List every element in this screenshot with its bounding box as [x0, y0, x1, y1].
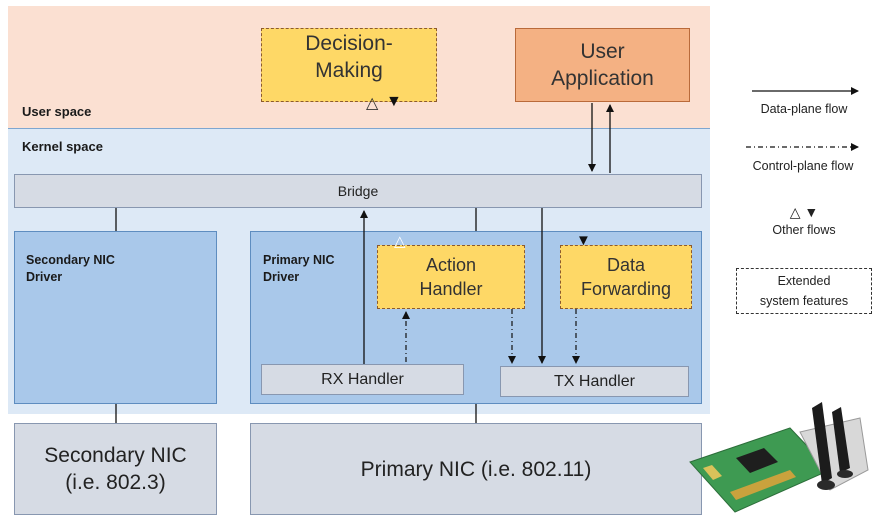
tx-handler-label: TX Handler	[554, 372, 635, 390]
rx-handler-label: RX Handler	[321, 370, 404, 388]
secondary-nic-driver-box: Secondary NIC Driver	[14, 231, 217, 404]
action-handler-label: Action Handler	[419, 255, 483, 299]
secondary-nic-label: Secondary NIC (i.e. 802.3)	[44, 444, 187, 494]
legend-extended-features-box: Extended system features	[736, 268, 872, 314]
action-open-triangle: △	[394, 233, 406, 250]
tx-handler-box: TX Handler	[500, 366, 689, 397]
user-application-label: User Application	[551, 40, 654, 90]
decision-making-label: Decision- Making	[305, 32, 393, 82]
legend-other-symbols: △ ▼	[789, 204, 819, 220]
action-handler-box: Action Handler	[377, 245, 525, 309]
legend-control-plane-label: Control-plane flow	[752, 159, 854, 173]
secondary-nic-driver-label: Secondary NIC Driver	[26, 253, 115, 284]
secondary-nic-box: Secondary NIC (i.e. 802.3)	[14, 423, 217, 515]
decision-making-box: Decision- Making	[261, 28, 437, 102]
decision-filled-triangle: ▼	[386, 93, 402, 110]
wireless-pci-nic-card-photo	[689, 402, 869, 513]
data-forwarding-box: Data Forwarding	[560, 245, 692, 309]
rx-handler-box: RX Handler	[261, 364, 464, 395]
legend-other-flows-label: Other flows	[772, 223, 836, 237]
decision-open-triangle: △	[366, 95, 379, 112]
bridge-box: Bridge	[14, 174, 702, 208]
bridge-label: Bridge	[337, 183, 379, 199]
data-forwarding-label: Data Forwarding	[580, 255, 672, 299]
primary-nic-box: Primary NIC (i.e. 802.11)	[250, 423, 702, 515]
kernel-space-label: Kernel space	[22, 139, 103, 154]
legend-data-plane-label: Data-plane flow	[760, 102, 848, 116]
user-space-label: User space	[22, 104, 92, 119]
primary-nic-driver-label: Primary NIC Driver	[263, 253, 335, 284]
user-application-box: User Application	[515, 28, 690, 102]
primary-nic-label: Primary NIC (i.e. 802.11)	[360, 457, 592, 481]
forwarding-filled-triangle: ▼	[576, 232, 591, 249]
